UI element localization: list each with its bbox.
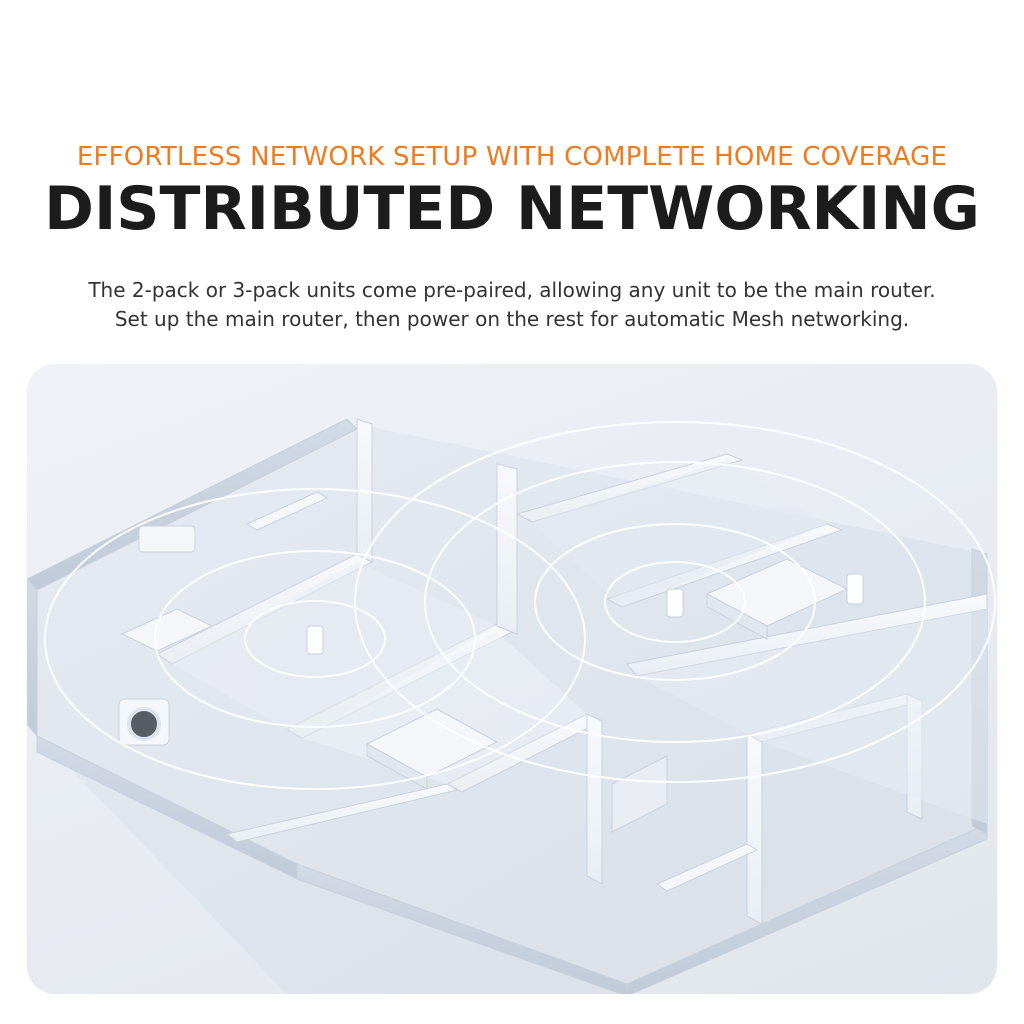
floor-plan-illustration xyxy=(27,364,997,994)
furniture xyxy=(118,491,849,892)
router-unit-3 xyxy=(846,573,864,605)
kicker-heading: EFFORTLESS NETWORK SETUP WITH COMPLETE H… xyxy=(76,142,948,172)
description: The 2-pack or 3-pack units come pre-pair… xyxy=(0,276,1024,334)
page-title: DISTRIBUTED NETWORKING xyxy=(44,174,980,244)
washer-door-icon xyxy=(127,707,161,741)
signal-rings xyxy=(44,421,996,790)
description-line-1: The 2-pack or 3-pack units come pre-pair… xyxy=(88,278,936,302)
mesh-routers xyxy=(306,573,864,655)
router-unit-1 xyxy=(306,625,324,655)
floor-plan-svg xyxy=(27,364,997,994)
description-line-2: Set up the main router, then power on th… xyxy=(114,307,910,331)
router-unit-2 xyxy=(666,588,684,618)
